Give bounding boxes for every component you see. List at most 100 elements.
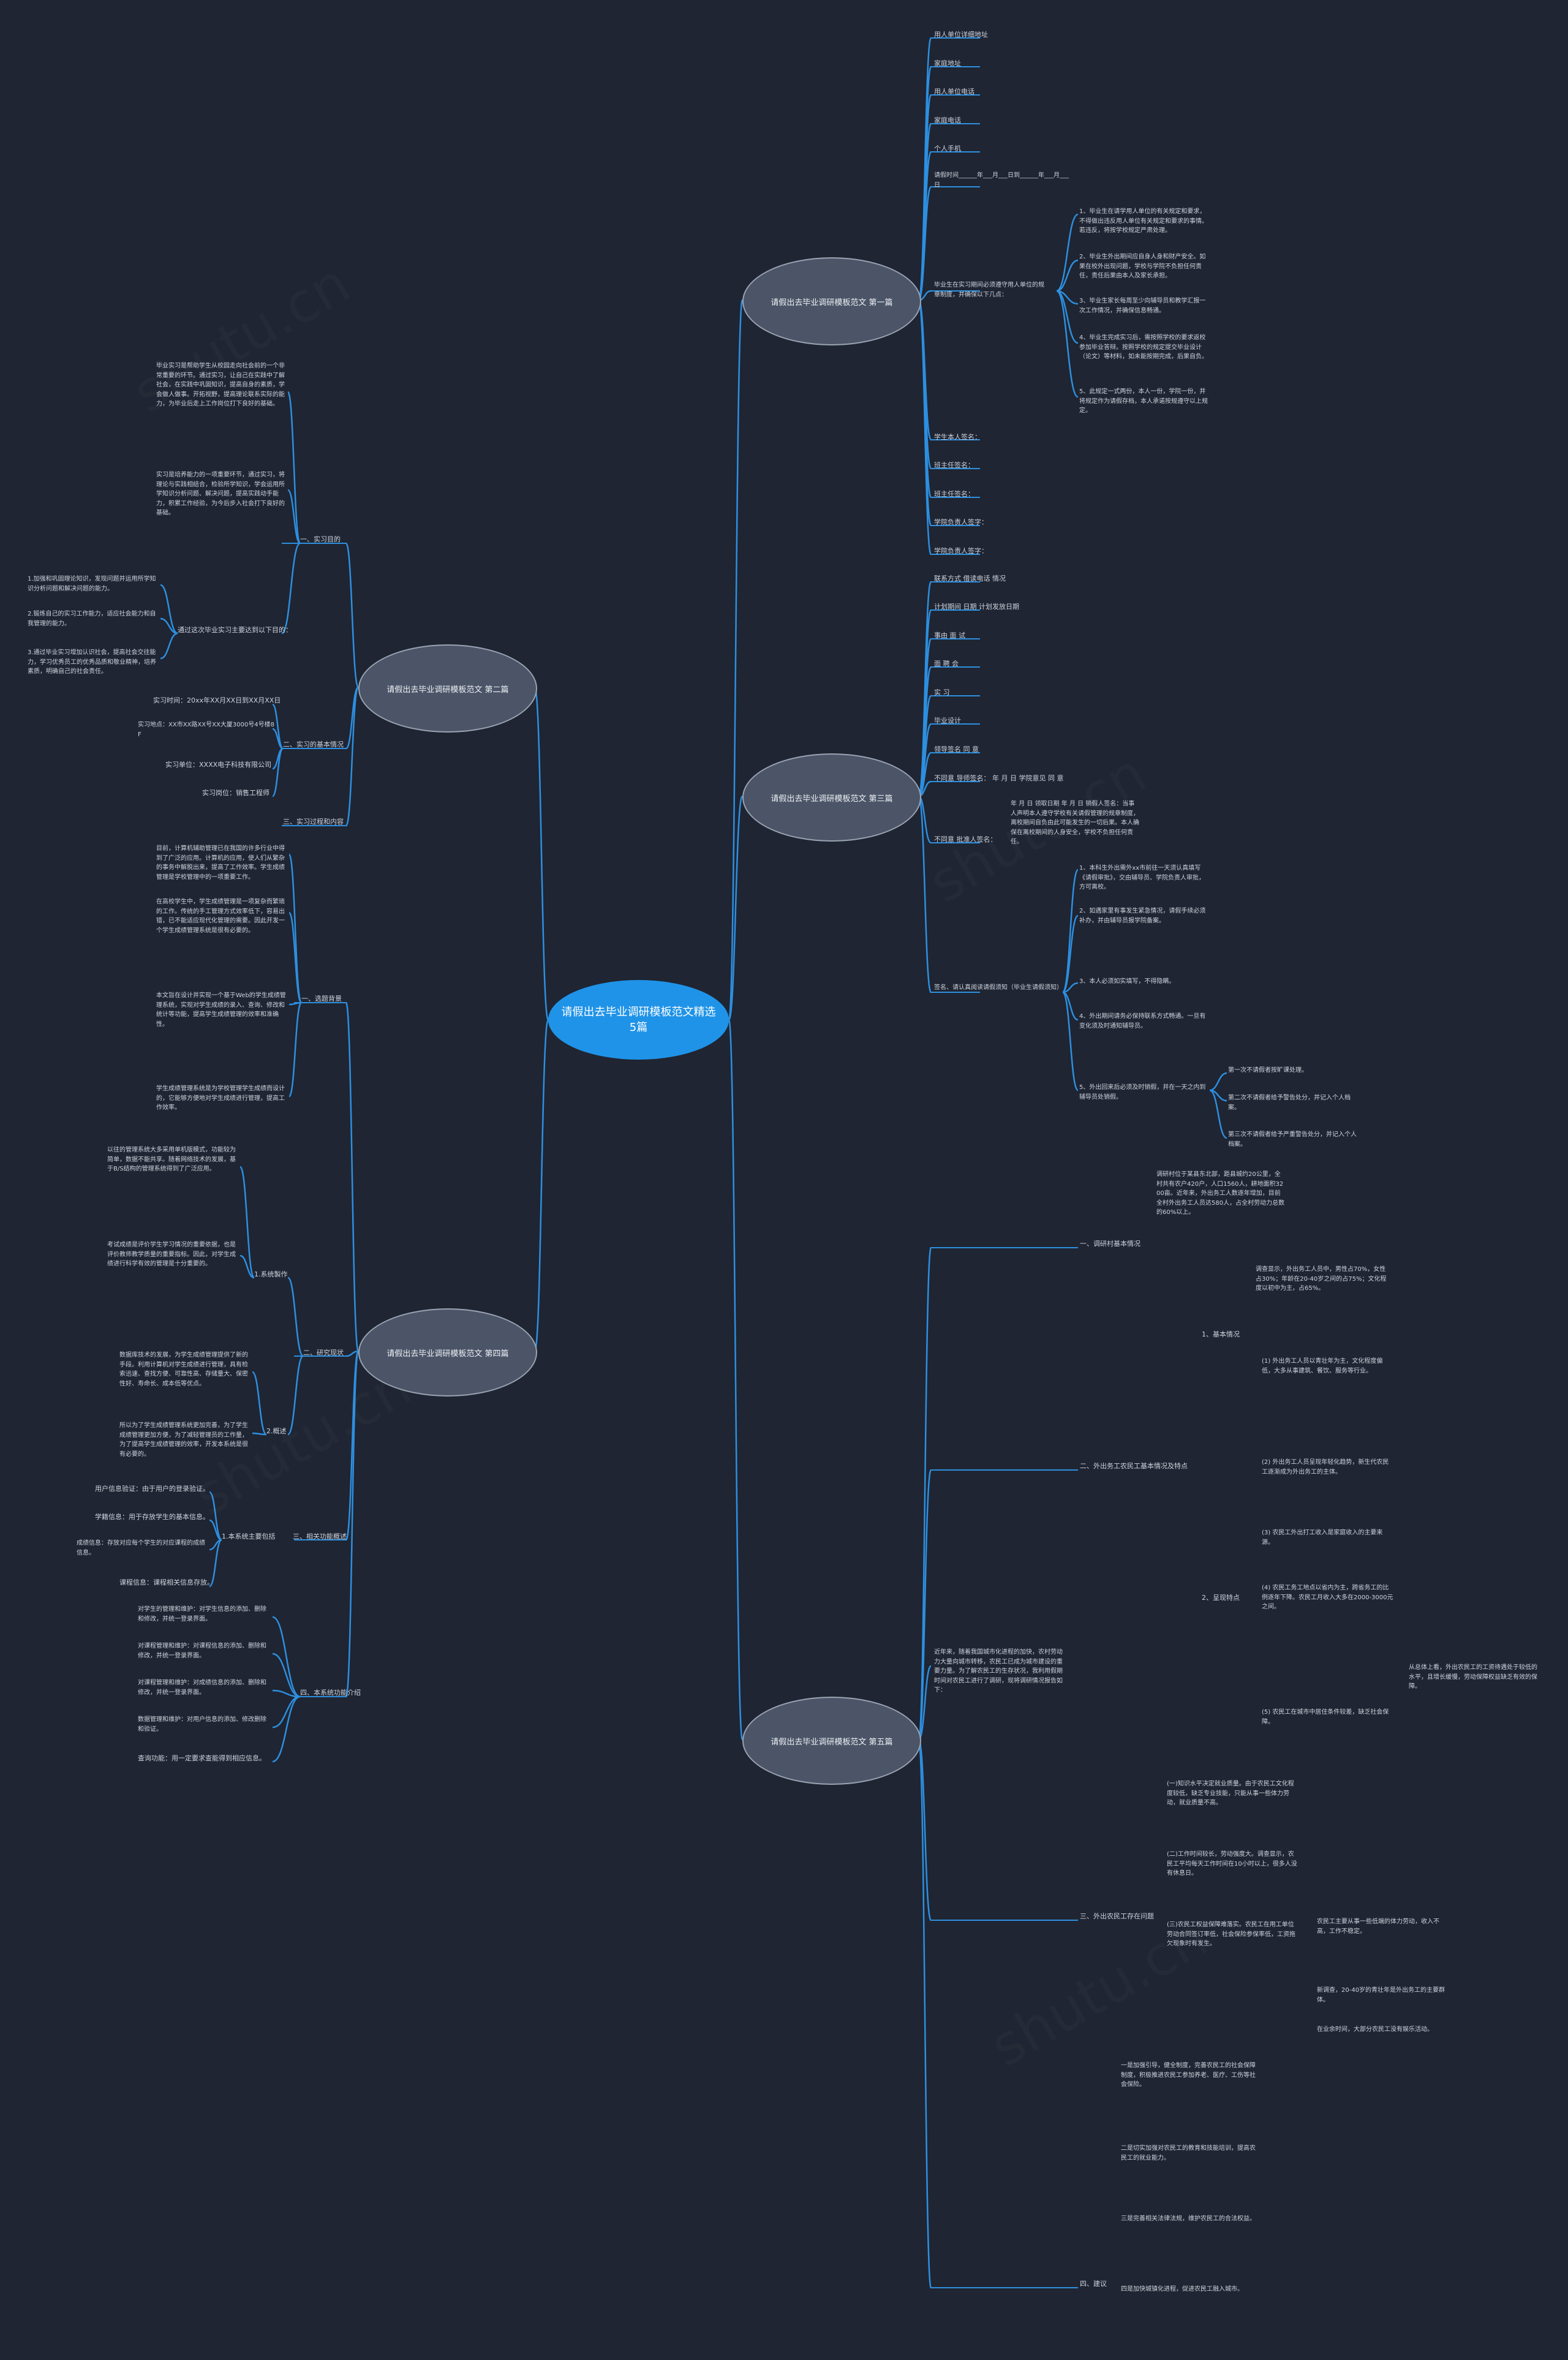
b1-field[interactable]: 用人单位电话	[934, 88, 974, 96]
b4-func2[interactable]: 数据管理和维护：对用户信息的添加、修改删除和验证。	[138, 1716, 266, 1733]
b4-para[interactable]: 在高校学生中，学生成绩管理是一项复杂而繁琐的工作。传统的手工管理方式效率低下，容…	[156, 899, 285, 934]
b2-section[interactable]: 三、实习过程和内容	[283, 818, 344, 826]
b3-sub[interactable]: 第二次不请假者给予警告处分，并记入个人档案。	[1228, 1095, 1351, 1111]
b4-func[interactable]: 课程信息：课程相关信息存放。	[119, 1578, 214, 1586]
b5-para[interactable]: (一)知识水平决定就业质量。由于农民工文化程度较低，缺乏专业技能，只能从事一些体…	[1167, 1781, 1294, 1806]
b3-row1[interactable]: 不同意 导师签名： 年 月 日 学院意见 同 意	[934, 774, 1064, 782]
b5-para[interactable]: 四是加快城镇化进程，促进农民工融入城市。	[1121, 2286, 1243, 2293]
b3-sub[interactable]: 第三次不请假者给予严重警告处分，并记入个人档案。	[1228, 1131, 1357, 1148]
b5-para[interactable]: 二是切实加强对农民工的教育和技能培训，提高农民工的就业能力。	[1121, 2145, 1256, 2162]
b5-para[interactable]: (2) 外出务工人员呈现年轻化趋势，新生代农民工逐渐成为外出务工的主体。	[1262, 1459, 1389, 1476]
b4-section[interactable]: 四、本系统功能介绍	[300, 1689, 361, 1697]
b3-item[interactable]: 毕业设计	[934, 717, 961, 725]
b1-sign[interactable]: 班主任签名：	[934, 490, 974, 498]
b5-para[interactable]: (三)农民工权益保障难落实。农民工在用工单位劳动合同签订率低，社会保险参保率低，…	[1167, 1921, 1295, 1947]
b3-item[interactable]: 联系方式 借读电话 情况	[934, 575, 1006, 582]
b5-para[interactable]: (1) 外出务工人员以青壮年为主，文化程度偏低，大多从事建筑、餐饮、服务等行业。	[1262, 1358, 1383, 1374]
root-topic[interactable]: 请假出去毕业调研模板范文精选5篇	[548, 980, 729, 1060]
b4-func[interactable]: 用户信息验证：由于用户的登录验证。	[95, 1485, 209, 1493]
b5-sub[interactable]: 2、呈现特点	[1202, 1594, 1240, 1602]
b1-sign[interactable]: 学院负责人签字：	[934, 547, 988, 555]
b4-func2[interactable]: 查询功能：用一定要求查能得到相应信息。	[138, 1754, 266, 1762]
b2-info[interactable]: 实习地点：XX市XX路XX号XX大厦3000号4号楼8F	[138, 722, 274, 738]
b1-rule[interactable]: 4、毕业生完成实习后，需按照学校的要求返校参加毕业答辩。按照学校的规定提交毕业设…	[1079, 334, 1208, 360]
b3-note[interactable]: 4、外出期间请务必保持联系方式畅通。一旦有变化须及时通知辅导员。	[1079, 1013, 1206, 1030]
b5-section[interactable]: 二、外出务工农民工基本情况及特点	[1080, 1462, 1188, 1470]
b3-note[interactable]: 1、本科生外出需外xx市前往一天须认真填写《请假审批》，交由辅导员、学院负责人审…	[1079, 865, 1205, 891]
b2-goal[interactable]: 2.锻炼自己的实习工作能力，适应社会能力和自我管理的能力。	[28, 611, 156, 627]
b1-rule[interactable]: 1、毕业生在请学用人单位的有关规定和要求，不得做出违反用人单位有关规定和要求的事…	[1079, 208, 1208, 234]
branch-4[interactable]: 请假出去毕业调研模板范文 第四篇	[358, 1308, 537, 1397]
b2-goal-head[interactable]: 通过这次毕业实习主要达到以下目的：	[178, 626, 292, 634]
b3-note[interactable]: 5、外出回来后必须及时销假，并在一天之内到辅导员处销假。	[1079, 1084, 1206, 1101]
b4-sub[interactable]: 2.概述	[266, 1427, 287, 1435]
b2-para[interactable]: 毕业实习是帮助学生从校园走向社会前的一个非常重要的环节。通过实习，让自己在实践中…	[156, 363, 285, 407]
b1-field[interactable]: 请假时间______年___月___日到______年___月___日	[934, 172, 1069, 189]
b1-rule[interactable]: 5、此规定一式两份，本人一份，学院一份，并将规定作为请假存档，本人承诺按规遵守以…	[1079, 388, 1208, 414]
b5-side[interactable]: 农民工主要从事一些低端的体力劳动，收入不高，工作不稳定。	[1317, 1918, 1439, 1935]
b5-side[interactable]: 新调查，20-40岁的青壮年是外出务工的主要群体。	[1317, 1987, 1446, 2004]
b4-sub[interactable]: 1.本系统主要包括	[222, 1532, 276, 1540]
b2-goal[interactable]: 1.加强和巩固理论知识，发现问题并运用所学知识分析问题和解决问题的能力。	[28, 576, 156, 592]
b3-item[interactable]: 事由 面 试	[934, 631, 965, 639]
b4-para[interactable]: 学生成绩管理系统是为学校管理学生成绩而设计的，它能够方便地对学生成绩进行管理，提…	[156, 1085, 285, 1111]
b4-para[interactable]: 考试成绩是评价学生学习情况的重要依据，也是评价教师教学质量的重要指标。因此，对学…	[107, 1242, 236, 1267]
b1-field[interactable]: 家庭电话	[934, 116, 961, 124]
b4-para[interactable]: 数据库技术的发展，为学生成绩管理提供了新的手段。利用计算机对学生成绩进行管理，具…	[119, 1352, 248, 1387]
b1-field[interactable]: 家庭地址	[934, 59, 961, 67]
b4-section[interactable]: 二、研究现状	[303, 1349, 344, 1357]
b1-field[interactable]: 个人手机	[934, 145, 961, 153]
branch-1[interactable]: 请假出去毕业调研模板范文 第一篇	[742, 257, 921, 345]
b5-section[interactable]: 四、建议	[1080, 2280, 1107, 2288]
b1-intro[interactable]: 毕业生在实习期间必须遵守用人单位的规章制度，并确保以下几点：	[934, 282, 1044, 298]
b2-info[interactable]: 实习时间：20xx年XX月XX日到XX月XX日	[153, 696, 281, 704]
b3-item[interactable]: 领导签名 同 意	[934, 745, 979, 753]
b3-note[interactable]: 3、本人必须如实填写，不得隐瞒。	[1079, 978, 1175, 985]
b5-section[interactable]: 三、外出农民工存在问题	[1080, 1912, 1154, 1920]
b1-rule[interactable]: 2、毕业生外出期间应自身人身和财产安全。如果在校外出现问题，学校与学院不负担任何…	[1079, 254, 1206, 279]
b5-para[interactable]: (5) 农民工在城市中居住条件较差，缺乏社会保障。	[1262, 1709, 1389, 1725]
b4-para[interactable]: 所以为了学生成绩管理系统更加完善，为了学生成绩管理更加方便，为了减轻管理员的工作…	[119, 1422, 248, 1458]
branch-2[interactable]: 请假出去毕业调研模板范文 第二篇	[358, 644, 537, 733]
b5-side[interactable]: 在业余时间，大部分农民工没有娱乐活动。	[1317, 2026, 1433, 2033]
b2-info[interactable]: 实习单位：XXXX电子科技有限公司	[165, 761, 272, 769]
b5-para[interactable]: (4) 农民工务工地点以省内为主，跨省务工的比例逐年下降。农民工月收入大多在20…	[1262, 1585, 1393, 1610]
b5-intro[interactable]: 近年来，随着我国城市化进程的加快，农村劳动力大量向城市转移，农民工已成为城市建设…	[934, 1649, 1063, 1694]
b3-row2-b[interactable]: 年 月 日 领取日期 年 月 日 销假人签名：当事人声明本人遵守学校有关请假管理…	[1011, 801, 1139, 845]
b4-func[interactable]: 学籍信息：用于存放学生的基本信息。	[95, 1513, 209, 1521]
b5-para[interactable]: 调查显示，外出务工人员中，男性占70%，女性占30%；年龄在20-40岁之间的占…	[1256, 1266, 1387, 1292]
b5-section[interactable]: 一、调研村基本情况	[1080, 1240, 1140, 1248]
b5-para[interactable]: 调研村位于某县东北部，距县城约20公里，全村共有农户420户，人口1560人，耕…	[1156, 1171, 1285, 1216]
b3-note[interactable]: 2、如遇家里有事发生紧急情况，请假手续必须补办，并由辅导员报学院备案。	[1079, 908, 1206, 924]
b2-section[interactable]: 二、实习的基本情况	[283, 741, 344, 748]
b5-para[interactable]: 一是加强引导，健全制度，完善农民工的社会保障制度，积极推进农民工参加养老、医疗、…	[1121, 2062, 1256, 2088]
b1-rule[interactable]: 3、毕业生家长每周至少向辅导员和教学汇报一次工作情况，并确保信息畅通。	[1079, 298, 1206, 314]
branch-3[interactable]: 请假出去毕业调研模板范文 第三篇	[742, 753, 921, 842]
b4-sub[interactable]: 1.系统製作	[254, 1270, 288, 1278]
b3-note-head[interactable]: 签名、请认真阅读请假须知（毕业生请假须知）	[934, 984, 1063, 991]
b1-sign[interactable]: 班主任签名：	[934, 461, 974, 469]
b2-goal[interactable]: 3.通过毕业实习增加认识社会，提高社会交往能力，学习优秀员工的优秀品质和敬业精神…	[28, 649, 156, 675]
branch-5[interactable]: 请假出去毕业调研模板范文 第五篇	[742, 1697, 921, 1785]
b5-para[interactable]: 三是完善相关法律法规，维护农民工的合法权益。	[1121, 2215, 1256, 2222]
b4-para[interactable]: 以往的管理系统大多采用单机版模式，功能较为简单，数据不能共享。随着网络技术的发展…	[107, 1147, 236, 1172]
b4-func[interactable]: 成绩信息：存放对应每个学生的对应课程的成绩信息。	[77, 1540, 205, 1556]
b4-para[interactable]: 本文旨在设计并实现一个基于Web的学生成绩管理系统，实现对学生成绩的录入、查询、…	[156, 992, 286, 1028]
b4-section[interactable]: 一、选题背景	[301, 995, 342, 1003]
b2-section[interactable]: 一、实习目的	[300, 535, 341, 543]
b5-side[interactable]: 从总体上看，外出农民工的工资待遇处于较低的水平，且增长缓慢，劳动保障权益缺乏有效…	[1409, 1664, 1537, 1690]
b4-section[interactable]: 三、相关功能概述	[293, 1532, 347, 1540]
b3-item[interactable]: 计划期间 日期 计划发放日期	[934, 603, 1019, 611]
b5-para[interactable]: (3) 农民工外出打工收入是家庭收入的主要来源。	[1262, 1529, 1383, 1546]
b4-func2[interactable]: 对课程管理和维护：对课程信息的添加、删除和修改，并统一登录界面。	[138, 1643, 266, 1659]
b4-para[interactable]: 目前，计算机辅助管理已在我国的许多行业中得到了广泛的应用。计算机的应用，使人们从…	[156, 845, 285, 881]
b3-item[interactable]: 实 习	[934, 688, 950, 696]
b2-info[interactable]: 实习岗位：销售工程师	[202, 789, 270, 797]
b3-item[interactable]: 面 聘 会	[934, 660, 959, 668]
b3-row2-a[interactable]: 不同意 批准人签名：	[934, 835, 997, 843]
b1-sign[interactable]: 学生本人签名：	[934, 433, 981, 441]
b4-func2[interactable]: 对课程管理和维护：对成绩信息的添加、删除和修改，并统一登录界面。	[138, 1680, 266, 1696]
b3-sub[interactable]: 第一次不请假者按旷课处理。	[1228, 1067, 1308, 1074]
b5-para[interactable]: (二)工作时间较长，劳动强度大。调查显示，农民工平均每天工作时间在10小时以上，…	[1167, 1851, 1297, 1877]
b1-sign[interactable]: 学院负责人签字：	[934, 518, 988, 526]
